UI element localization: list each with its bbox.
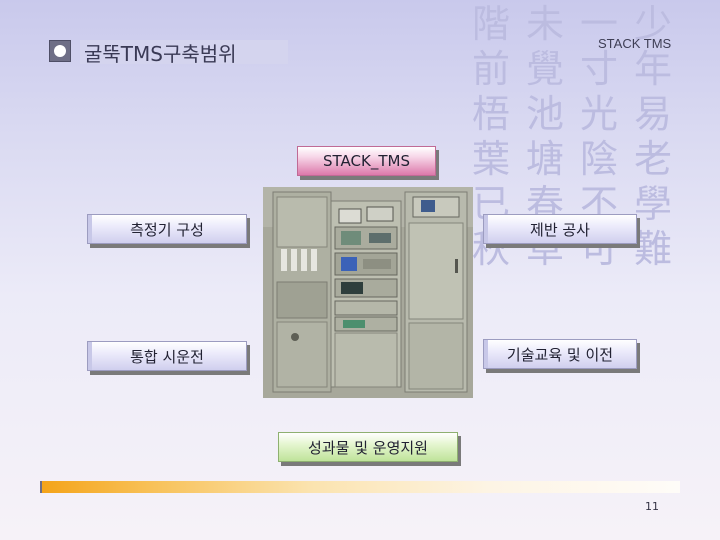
- calligraphy-char: 梧: [472, 92, 517, 136]
- calligraphy-char: 年: [634, 47, 679, 91]
- calligraphy-char: 陰: [580, 137, 625, 181]
- calligraphy-char: 寸: [580, 47, 625, 91]
- equipment-photo: [263, 187, 473, 398]
- stack-tms-equipment-cabinet-icon: [263, 187, 473, 398]
- calligraphy-char: 易: [634, 92, 679, 136]
- calligraphy-char: 葉: [472, 137, 517, 181]
- item-label: 제반 공사: [530, 220, 590, 239]
- box-edge: [88, 215, 92, 243]
- calligraphy-column: 未覺池塘春草: [526, 2, 566, 272]
- bullet-icon: [49, 40, 71, 62]
- calligraphy-column: 少年易老學難: [634, 2, 674, 272]
- stack-tms-label-text: STACK_TMS: [323, 152, 410, 170]
- calligraphy-column: 一寸光陰不可: [580, 2, 620, 272]
- stack-tms-label: STACK_TMS: [297, 146, 436, 176]
- item-label: 통합 시운전: [130, 347, 204, 366]
- page-number: 11: [645, 500, 659, 513]
- calligraphy-char: 一: [580, 2, 625, 46]
- box-edge: [484, 340, 488, 368]
- title-bar: [80, 40, 288, 64]
- background-calligraphy: 階前梧葉已秋 未覺池塘春草 一寸光陰不可 少年易老學難: [468, 0, 720, 271]
- item-label: 측정기 구성: [130, 220, 204, 239]
- calligraphy-char: 覺: [526, 47, 571, 91]
- item-label: 기술교육 및 이전: [506, 345, 614, 364]
- item-integrated-trial-run: 통합 시운전: [87, 341, 247, 371]
- item-technical-training: 기술교육 및 이전: [483, 339, 637, 369]
- item-construction: 제반 공사: [483, 214, 637, 244]
- calligraphy-char: 池: [526, 92, 571, 136]
- calligraphy-char: 階: [472, 2, 517, 46]
- calligraphy-char: 少: [634, 2, 679, 46]
- box-edge: [484, 215, 488, 243]
- box-edge: [88, 342, 92, 370]
- calligraphy-char: 學: [634, 182, 679, 226]
- slide-title: 굴뚝TMS구축범위: [84, 42, 237, 66]
- item-label: 성과물 및 운영지원: [308, 438, 428, 457]
- calligraphy-char: 前: [472, 47, 517, 91]
- calligraphy-char: 難: [634, 227, 679, 271]
- calligraphy-char: 塘: [526, 137, 571, 181]
- footer-bar: [40, 481, 680, 493]
- item-deliverables-support: 성과물 및 운영지원: [278, 432, 458, 462]
- calligraphy-char: 光: [580, 92, 625, 136]
- calligraphy-char: 未: [526, 2, 571, 46]
- item-measuring-instrument: 측정기 구성: [87, 214, 247, 244]
- calligraphy-char: 老: [634, 137, 679, 181]
- corner-label: STACK TMS: [598, 36, 672, 51]
